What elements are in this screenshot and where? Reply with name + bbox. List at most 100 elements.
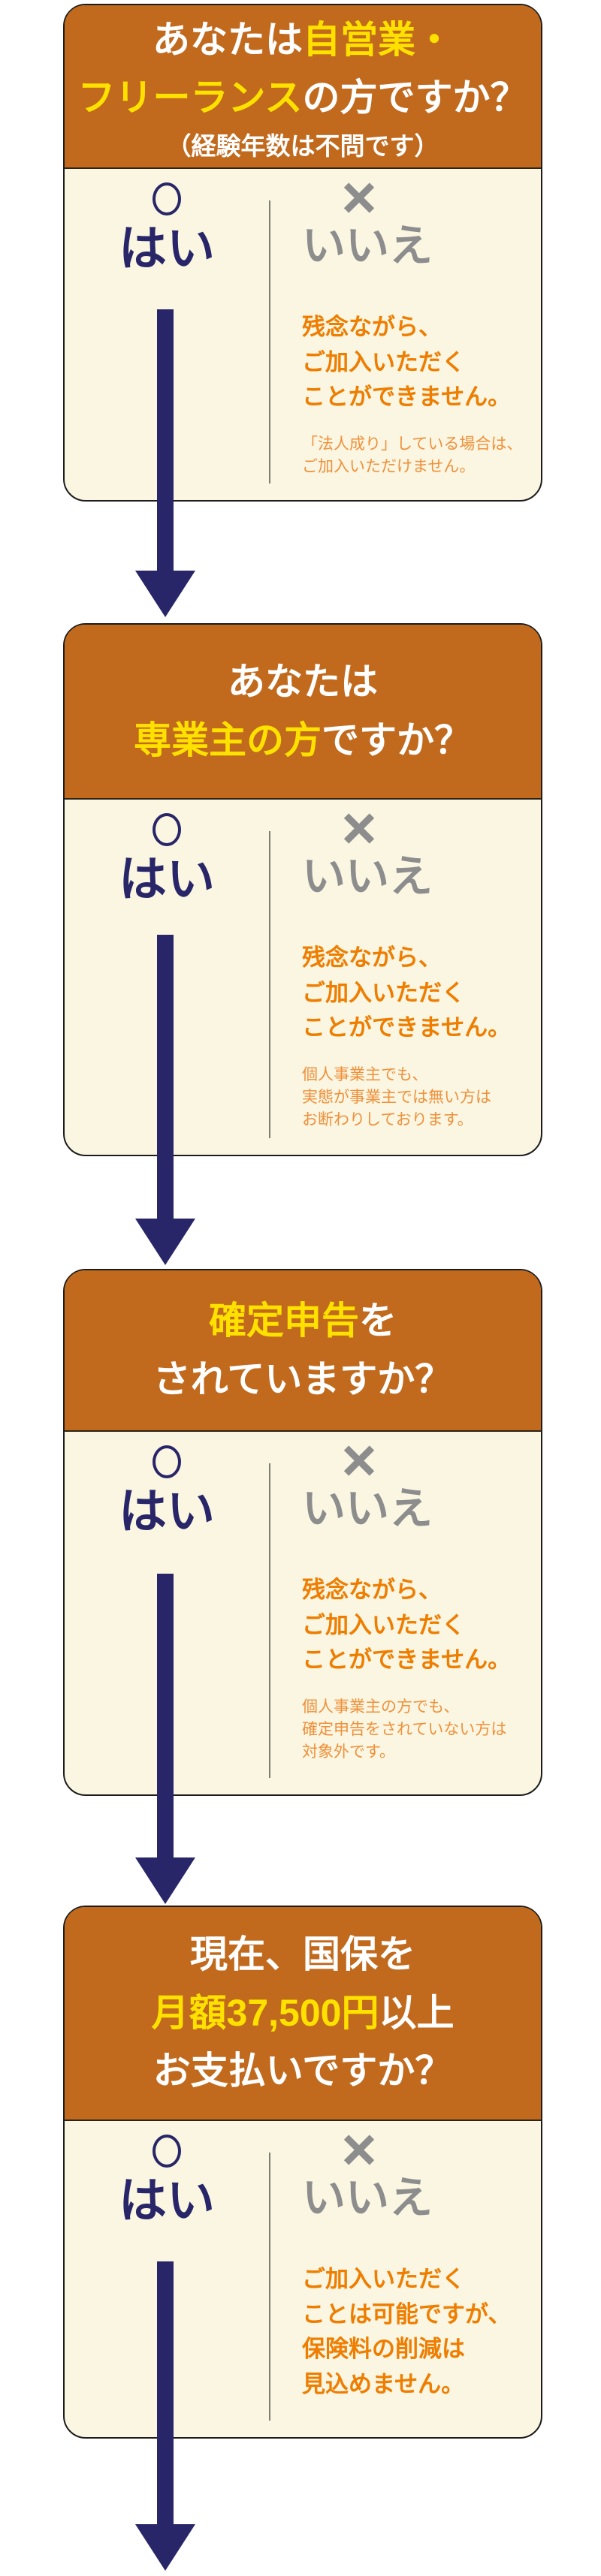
warning-line: 見込めません。 bbox=[302, 2370, 465, 2397]
header-title-line: 月額37,500円以上 bbox=[152, 1984, 455, 2043]
no-label: いいえ bbox=[302, 221, 433, 270]
fine-print: 個人事業主でも、 実態が事業主では無い方は お断わりしております。 bbox=[302, 1064, 541, 1132]
warning-line: ことができません。 bbox=[302, 1647, 512, 1673]
flow-down-arrow-icon bbox=[135, 309, 195, 617]
answer-area: はい いいえ ご加入いただく ことは可能ですが、 保険料の削減は 見込めません。 bbox=[65, 2121, 541, 2437]
note-line: 確定申告をされていない方は bbox=[302, 1720, 507, 1738]
note-line: お断わりしております。 bbox=[302, 1111, 473, 1129]
flow-down-arrow-icon bbox=[135, 2261, 195, 2571]
arrow-shaft bbox=[157, 935, 174, 1219]
title-segment-highlight: 月額37,500円 bbox=[151, 1991, 379, 2034]
caution-message: ご加入いただく ことは可能ですが、 保険料の削減は 見込めません。 bbox=[302, 2262, 541, 2402]
circle-yes-icon bbox=[153, 1445, 181, 1478]
note-line: 対象外です。 bbox=[302, 1743, 395, 1761]
column-divider bbox=[269, 1463, 270, 1778]
warning-line: ご加入いただく bbox=[302, 2266, 465, 2292]
arrow-head bbox=[135, 1219, 195, 1265]
circle-yes-icon bbox=[153, 2135, 181, 2168]
warning-line: 残念ながら、 bbox=[302, 314, 442, 340]
header-title-line: フリーランスの方ですか？ bbox=[78, 69, 528, 128]
answer-area: はい いいえ 残念ながら、 ご加入いただく ことができません。 「法人成り」して… bbox=[65, 169, 541, 500]
answer-area: はい いいえ 残念ながら、 ご加入いただく ことができません。 個人事業主でも、… bbox=[65, 800, 541, 1155]
question-card-1: あなたは自営業・ フリーランスの方ですか？ （経験年数は不問です） はい いいえ… bbox=[63, 4, 542, 502]
header-title-line: あなたは自営業・ bbox=[153, 11, 453, 70]
note-line: ご加入いただけません。 bbox=[302, 457, 476, 475]
arrow-shaft bbox=[157, 2261, 174, 2524]
note-line: 個人事業主でも、 bbox=[302, 1065, 428, 1083]
warning-line: ご加入いただく bbox=[302, 979, 465, 1006]
title-segment: あなたは bbox=[228, 661, 378, 703]
yes-label: はい bbox=[119, 2174, 215, 2228]
flow-down-arrow-icon bbox=[135, 1574, 195, 1904]
flow-down-arrow-icon bbox=[135, 935, 195, 1265]
rejection-message: 残念ながら、 ご加入いただく ことができません。 bbox=[302, 1573, 541, 1678]
arrow-head bbox=[135, 2524, 195, 2571]
yes-column: はい bbox=[65, 169, 269, 500]
header-title-line: されていますか？ bbox=[153, 1351, 453, 1409]
header-subtitle: （経験年数は不問です） bbox=[166, 131, 439, 160]
yes-label: はい bbox=[119, 221, 215, 276]
no-column: いいえ ご加入いただく ことは可能ですが、 保険料の削減は 見込めません。 bbox=[269, 2121, 541, 2437]
arrow-head bbox=[135, 571, 195, 617]
note-line: 「法人成り」している場合は、 bbox=[302, 435, 523, 453]
cross-no-icon bbox=[341, 2133, 377, 2166]
cross-no-icon bbox=[341, 181, 377, 214]
yes-column: はい bbox=[65, 1432, 269, 1794]
title-segment-highlight: 専業主の方 bbox=[134, 719, 322, 761]
question-header: 確定申告を されていますか？ bbox=[65, 1270, 541, 1432]
warning-line: ご加入いただく bbox=[302, 348, 465, 375]
no-column: いいえ 残念ながら、 ご加入いただく ことができません。 個人事業主の方でも、 … bbox=[269, 1432, 541, 1794]
title-segment-highlight: 自営業・ bbox=[303, 18, 453, 61]
column-divider bbox=[269, 2153, 270, 2421]
no-label: いいえ bbox=[302, 852, 433, 901]
warning-line: 残念ながら、 bbox=[302, 945, 442, 971]
answer-area: はい いいえ 残念ながら、 ご加入いただく ことができません。 個人事業主の方で… bbox=[65, 1432, 541, 1794]
title-segment: 現在、国保を bbox=[190, 1933, 415, 1976]
header-title-line: 現在、国保を bbox=[190, 1926, 415, 1984]
no-label: いいえ bbox=[302, 1484, 433, 1533]
column-divider bbox=[269, 831, 270, 1138]
title-segment: あなたは bbox=[153, 18, 303, 61]
arrow-shaft bbox=[157, 1574, 174, 1857]
title-segment: お支払いですか？ bbox=[153, 2050, 453, 2092]
question-card-2: あなたは 専業主の方ですか？ はい いいえ 残念ながら、 ご加入いただく ことが… bbox=[63, 623, 542, 1156]
circle-yes-icon bbox=[153, 182, 181, 215]
yes-label: はい bbox=[119, 852, 215, 906]
column-divider bbox=[269, 200, 270, 484]
title-segment: の方ですか？ bbox=[302, 77, 528, 119]
note-line: 個人事業主の方でも、 bbox=[302, 1698, 460, 1716]
cross-no-icon bbox=[341, 1444, 377, 1477]
fine-print: 個人事業主の方でも、 確定申告をされていない方は 対象外です。 bbox=[302, 1696, 541, 1764]
warning-line: ご加入いただく bbox=[302, 1611, 465, 1638]
title-segment: 以上 bbox=[379, 1991, 455, 2034]
note-line: 実態が事業主では無い方は bbox=[302, 1088, 491, 1106]
no-label: いいえ bbox=[302, 2174, 433, 2222]
cross-no-icon bbox=[341, 812, 377, 845]
header-title-line: 専業主の方ですか？ bbox=[134, 712, 472, 770]
title-segment-highlight: フリーランス bbox=[77, 77, 303, 119]
yes-column: はい bbox=[65, 2121, 269, 2437]
fine-print: 「法人成り」している場合は、 ご加入いただけません。 bbox=[302, 433, 541, 479]
title-segment: されていますか？ bbox=[153, 1357, 453, 1400]
arrow-head bbox=[135, 1857, 195, 1904]
question-header: 現在、国保を 月額37,500円以上 お支払いですか？ bbox=[65, 1907, 541, 2121]
no-column: いいえ 残念ながら、 ご加入いただく ことができません。 個人事業主でも、 実態… bbox=[269, 800, 541, 1155]
header-title-line: お支払いですか？ bbox=[153, 2042, 453, 2101]
question-header: あなたは自営業・ フリーランスの方ですか？ （経験年数は不問です） bbox=[65, 5, 541, 169]
question-header: あなたは 専業主の方ですか？ bbox=[65, 625, 541, 800]
yes-column: はい bbox=[65, 800, 269, 1155]
rejection-message: 残念ながら、 ご加入いただく ことができません。 bbox=[302, 941, 541, 1046]
no-column: いいえ 残念ながら、 ご加入いただく ことができません。 「法人成り」している場… bbox=[269, 169, 541, 500]
circle-yes-icon bbox=[153, 813, 181, 846]
title-segment-highlight: 確定申告 bbox=[209, 1300, 359, 1342]
header-title-line: 確定申告を bbox=[209, 1292, 397, 1351]
rejection-message: 残念ながら、 ご加入いただく ことができません。 bbox=[302, 310, 541, 415]
header-title-line: あなたは bbox=[228, 653, 378, 712]
question-card-3: 確定申告を されていますか？ はい いいえ 残念ながら、 ご加入いただく ことが… bbox=[63, 1269, 542, 1796]
question-card-4: 現在、国保を 月額37,500円以上 お支払いですか？ はい いいえ ご加入いた… bbox=[63, 1906, 542, 2439]
title-segment: を bbox=[359, 1300, 397, 1342]
warning-line: ことができません。 bbox=[302, 1014, 512, 1041]
arrow-shaft bbox=[157, 309, 174, 571]
title-segment: ですか？ bbox=[322, 719, 472, 761]
